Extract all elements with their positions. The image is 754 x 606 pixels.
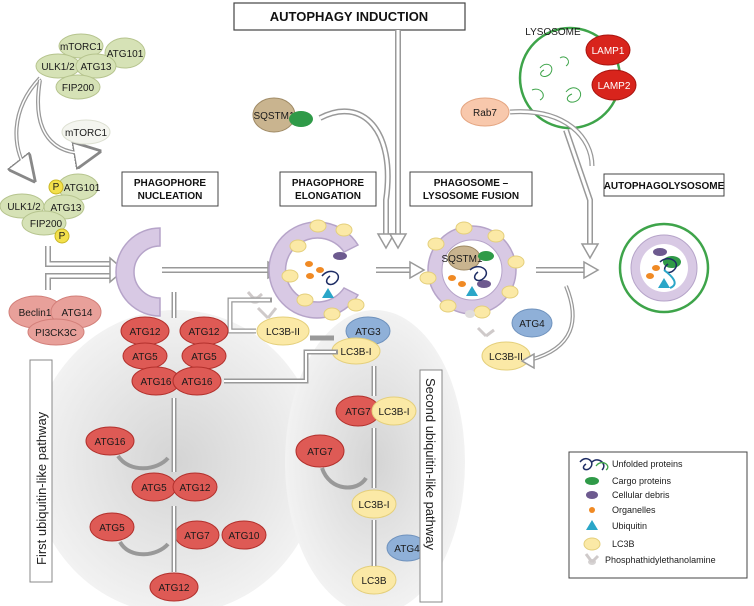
fusion-title-1: PHAGOSOME – [434,178,509,189]
atg5-b-label: ATG5 [191,352,217,363]
lamp1-protein [585,34,631,66]
legend-unfolded-proteins: Unfolded proteins [612,459,683,469]
first-pathway-label-box [29,359,53,583]
phagophore-nucleation [115,227,161,317]
atg13-label-active: ATG13 [51,203,82,214]
lysosome-label: LYSOSOME [525,27,581,38]
phospho-label-2: P [59,231,66,242]
legend-cellular-debris: Cellular debris [612,490,670,500]
ulk-label-active: ULK1/2 [7,202,41,213]
atg5-d-label: ATG5 [99,523,125,534]
lamp1-label: LAMP1 [592,46,625,57]
elongation-title-2: ELONGATION [295,191,361,202]
lamp2-label: LAMP2 [598,81,631,92]
atg101-label-top: ATG101 [107,49,144,60]
elongation-box [279,171,377,207]
fip200-label-top: FIP200 [62,83,95,94]
nucleation-title-2: NUCLEATION [138,191,203,202]
autophagolysosome [618,222,710,314]
lc3b-ii-left [256,316,310,346]
second-pathway: LC3B ATG4 LC3B-I ATG7 ATG7 LC3B-I [295,366,428,595]
beclin-complex: Beclin1 ATG14 PI3CK3C [8,295,102,346]
phosphatidylethanolamine-icon [584,553,600,565]
beclin1-label: Beclin1 [19,308,52,319]
ulk-complex-top: mTORC1 ATG101 ULK1/2 ATG13 FIP200 [35,33,146,100]
lc3b-i-top-label: LC3B-I [340,347,371,358]
atg7-first-label: ATG7 [184,531,210,542]
legend-lc3b: LC3B [612,539,635,549]
nucleation-box [121,171,219,207]
first-pathway: ATG12 ATG12 ATG5 ATG5 ATG16 ATG16 ATG16 … [85,292,338,602]
rab7-label: Rab7 [473,108,497,119]
lc3b-ii-right-label: LC3B-II [489,352,523,363]
atg10-label: ATG10 [229,531,260,542]
organelles-icon [589,507,595,513]
autolysosome-box [603,173,725,197]
second-pathway-label-box [419,369,443,603]
lc3b-i-mid-label: LC3B-I [378,407,409,418]
lc3b-icon [583,537,601,551]
sqstm1-label: SQSTM1 [253,111,295,122]
atg7-second-left-label: ATG7 [307,447,333,458]
atg12-b-label: ATG12 [189,327,220,338]
phagosome: SQSTM1 [419,221,525,319]
lc3b-i-bottom-label: LC3B-I [358,500,389,511]
cargo-proteins-icon [585,477,599,485]
atg12-c-label: ATG12 [180,483,211,494]
fusion-title-2: LYSOSOME FUSION [423,191,519,202]
atg5-c-label: ATG5 [141,483,167,494]
atg12-d-label: ATG12 [159,583,190,594]
arrow-ulk-to-nucleation [45,246,112,267]
ulk-complex-active: ATG101 ULK1/2 ATG13 FIP200 P P [0,173,101,244]
legend-phosphatidylethanolamine: Phosphathidylethanolamine [605,555,716,565]
lamp2-protein [591,69,637,101]
mtorc1-free [61,119,111,145]
nucleation-title-1: PHAGOPHORE [134,178,207,189]
first-pathway-label: First ubiquitin-like pathway [34,411,49,565]
atg4-top-label: ATG4 [519,319,545,330]
elongation-title-1: PHAGOPHORE [292,178,365,189]
ubiquitin-icon [586,520,598,530]
atg7-second-label: ATG7 [345,407,371,418]
atg16-b-label: ATG16 [182,377,213,388]
legend-ubiquitin: Ubiquitin [612,521,647,531]
atg16-c-label: ATG16 [95,437,126,448]
fip200-label-active: FIP200 [30,219,63,230]
atg3-label: ATG3 [355,327,381,338]
legend-cargo-proteins: Cargo proteins [612,476,672,486]
rab7-protein [460,97,510,127]
lc3b-ii-left-label: LC3B-II [266,327,300,338]
mtorc1-free-label: mTORC1 [65,128,107,139]
unfolded-proteins-icon [579,457,605,471]
cellular-debris-icon [586,491,598,499]
ulk-label-top: ULK1/2 [41,62,75,73]
sqstm1-cargo [289,111,313,127]
fusion-box [409,171,533,207]
phospho-label-1: P [53,182,60,193]
atg101-label-active: ATG101 [64,183,101,194]
legend-organelles: Organelles [612,505,656,515]
title-box [233,2,466,31]
second-pathway-label: Second ubiquitin-like pathway [423,378,438,550]
legend: Unfolded proteins Cargo proteins Cellula… [568,451,748,579]
sqstm1-inner-label: SQSTM1 [441,254,483,265]
lysosome-contents [531,56,582,103]
autolysosome-title: AUTOPHAGOLYSOSOME [604,181,725,192]
atg4-top [511,308,553,338]
mtorc1-label-top: mTORC1 [60,42,102,53]
lc3b-label: LC3B [361,576,386,587]
atg12-a-label: ATG12 [130,327,161,338]
pi3kc3c-label: PI3CK3C [35,328,77,339]
atg13-label-top: ATG13 [81,62,112,73]
atg4-bottom-label: ATG4 [394,544,420,555]
page-title: AUTOPHAGY INDUCTION [270,9,428,24]
atg14-label: ATG14 [62,308,93,319]
atg5-a-label: ATG5 [132,352,158,363]
phagophore-elongation [268,219,365,321]
arrow-beclin-to-nucleation [45,273,112,290]
atg16-a-label: ATG16 [141,377,172,388]
